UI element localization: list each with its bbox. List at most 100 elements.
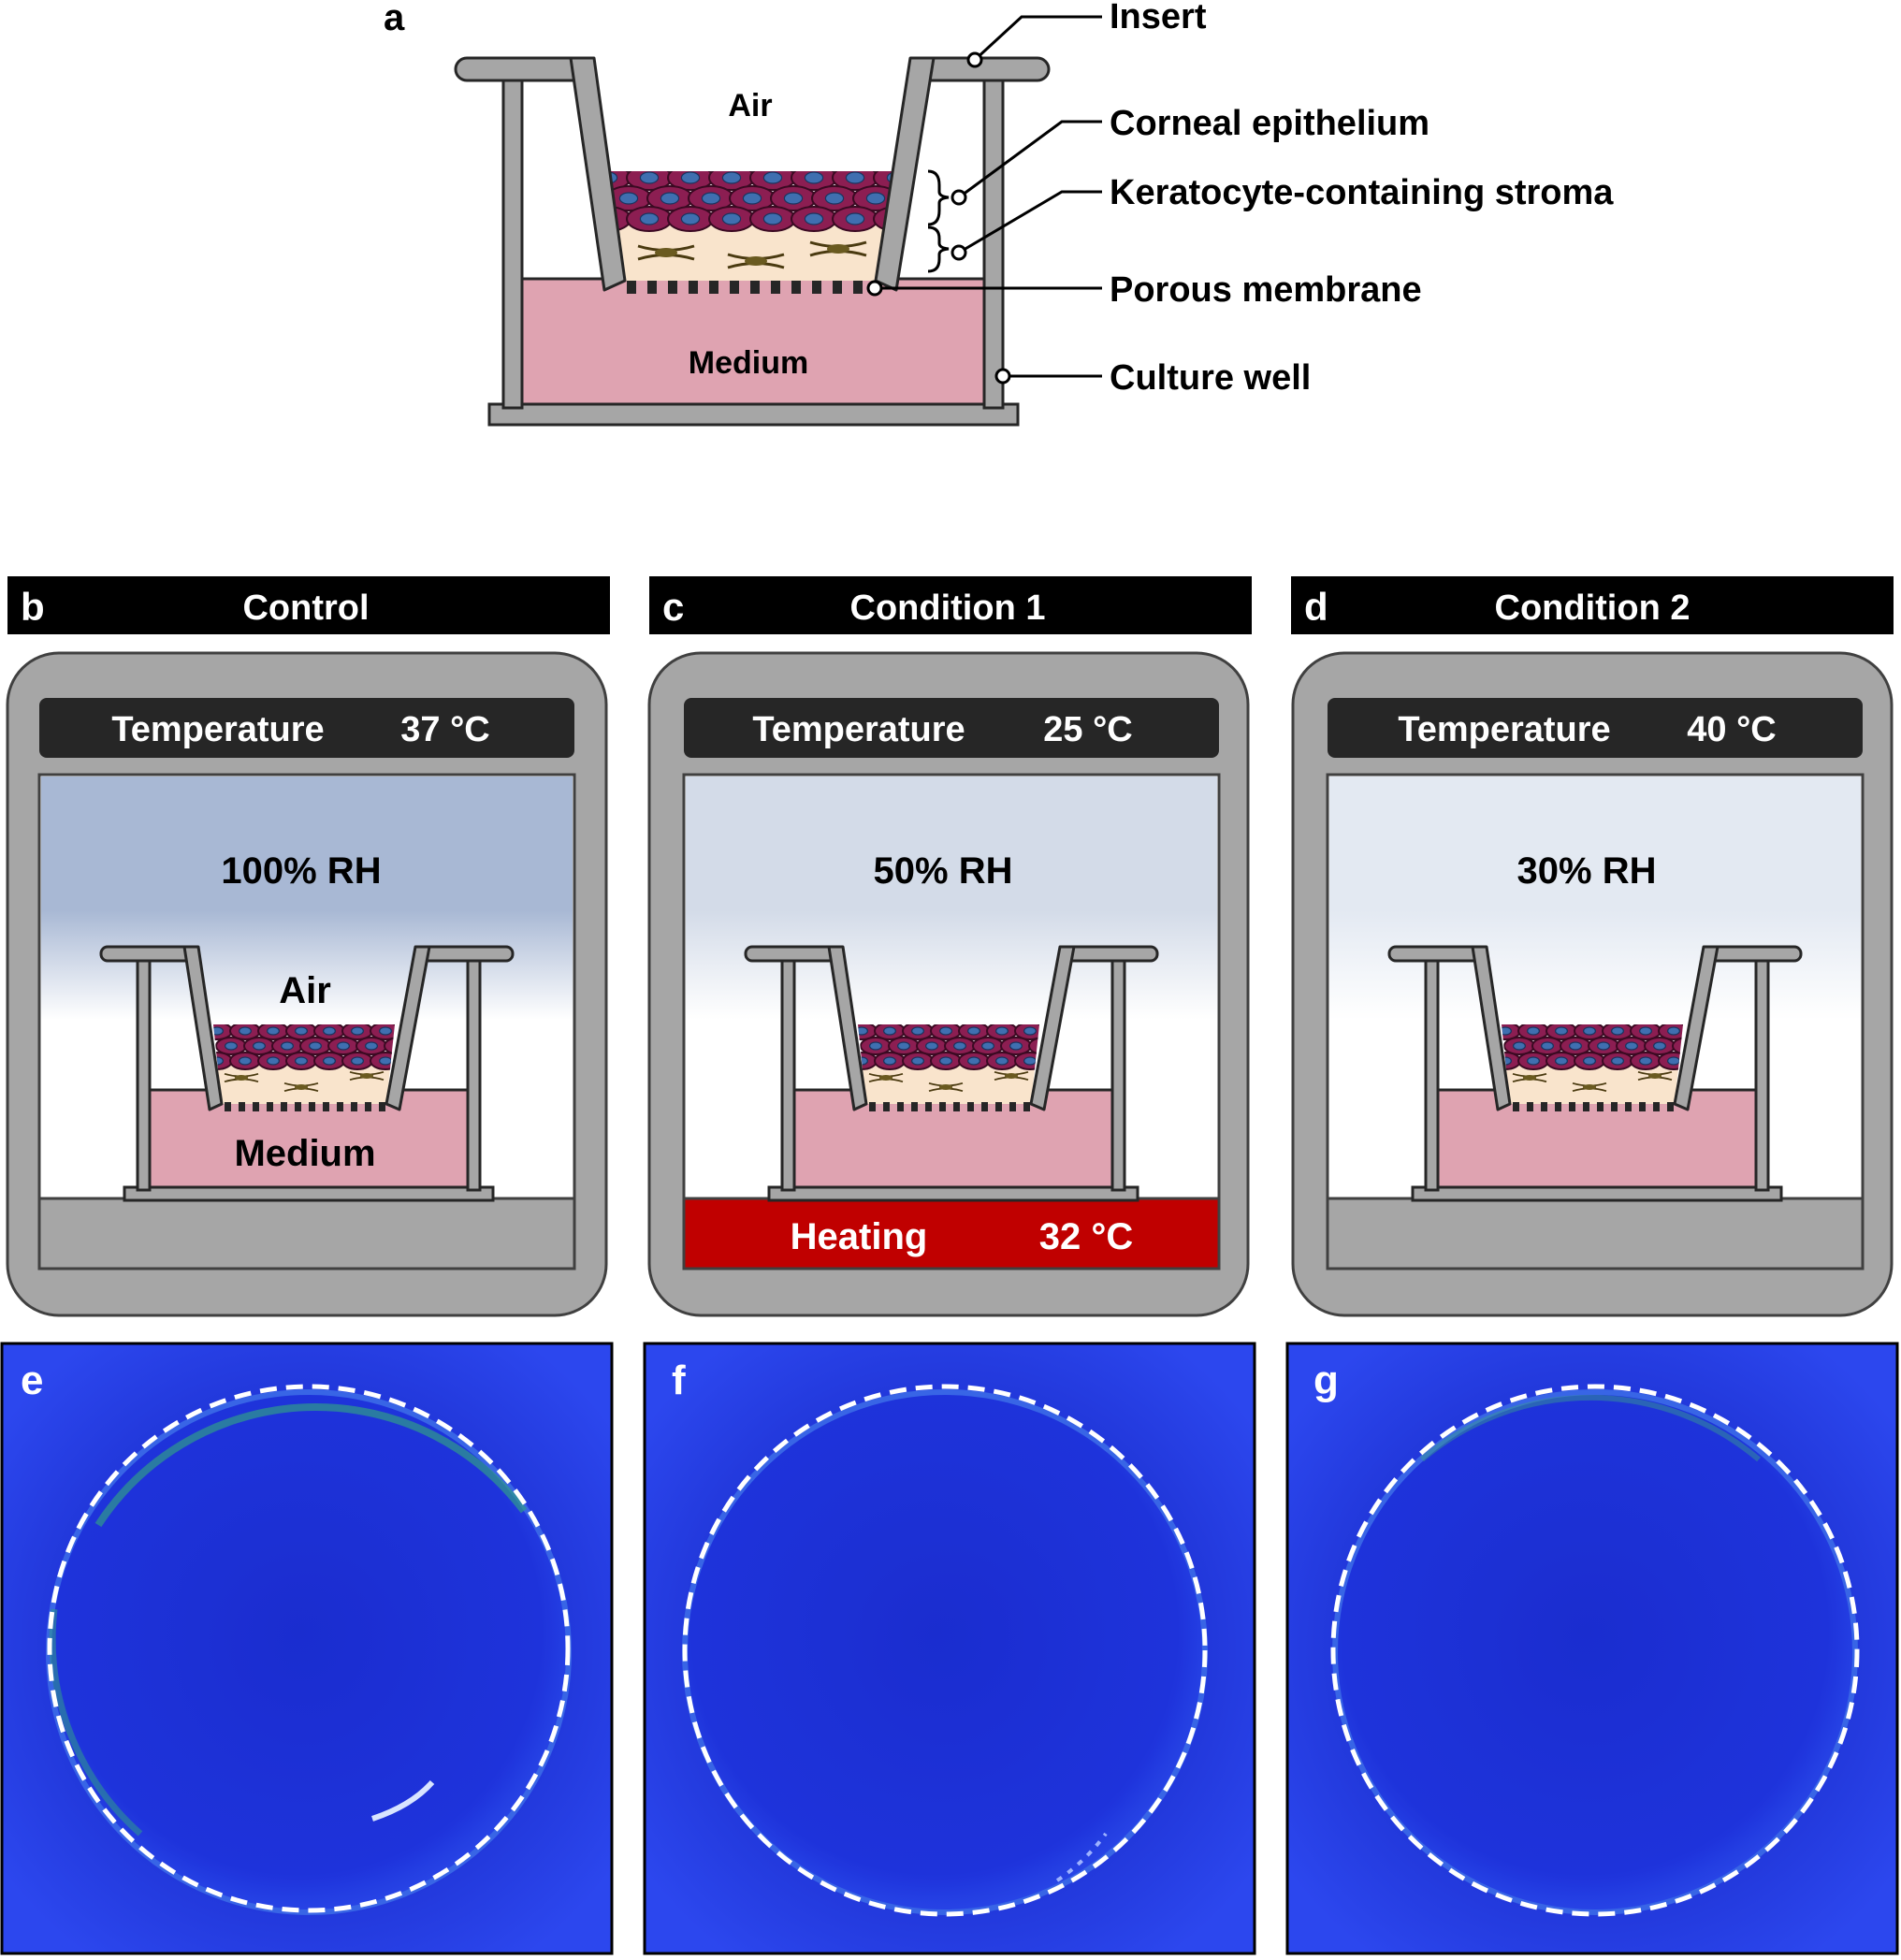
callout-epithelium: Corneal epithelium bbox=[1110, 104, 1429, 143]
cell-nucleus bbox=[1555, 1056, 1569, 1066]
panel-c-rh: 50% RH bbox=[874, 850, 1013, 892]
keratocytes bbox=[637, 240, 867, 269]
stroma-brace bbox=[927, 225, 950, 273]
panel-b-medium-label: Medium bbox=[234, 1133, 375, 1174]
cell-nucleus bbox=[925, 1041, 939, 1051]
cell-nucleus bbox=[379, 1026, 393, 1036]
photo-g-meniscus bbox=[1420, 1394, 1761, 1462]
cell-nucleus bbox=[267, 1056, 281, 1066]
culture-well-right-wall bbox=[982, 73, 1005, 410]
membrane-pore bbox=[1513, 1102, 1519, 1111]
photo-e: e bbox=[0, 1342, 614, 1955]
cell-nucleus bbox=[379, 1056, 393, 1066]
insert-wall-left bbox=[569, 56, 627, 292]
cell-nucleus bbox=[1639, 1056, 1653, 1066]
photo-g-outline bbox=[1330, 1384, 1860, 1917]
keratocyte bbox=[809, 240, 867, 257]
panel-c-temperature-label: Temperature bbox=[752, 710, 965, 749]
keratocyte bbox=[283, 1082, 319, 1093]
insert-wall-left bbox=[827, 945, 868, 1111]
culture-well-base bbox=[487, 402, 1020, 427]
panel-d-letter: d bbox=[1304, 585, 1328, 629]
photo-panels: e f g bbox=[0, 1342, 1899, 1955]
cell-nucleus bbox=[911, 1026, 925, 1036]
callout-insert: Insert bbox=[1110, 0, 1207, 36]
cell-nucleus bbox=[1009, 1041, 1023, 1051]
cell-nucleus bbox=[639, 171, 660, 184]
cell-nucleus bbox=[1527, 1056, 1541, 1066]
panel-d-temperature-value: 40 °C bbox=[1687, 710, 1776, 749]
insert-wall-right bbox=[1673, 945, 1720, 1111]
membrane-pore bbox=[709, 281, 718, 294]
cell-nucleus bbox=[762, 212, 783, 225]
membrane-pore bbox=[627, 281, 636, 294]
panel-c-well-diagram bbox=[744, 945, 1159, 1202]
epithelial-cell bbox=[1028, 1037, 1039, 1055]
epithelium-brace bbox=[927, 169, 950, 226]
keratocyte bbox=[727, 253, 785, 269]
cell-nucleus bbox=[309, 1041, 323, 1051]
membrane-pore bbox=[1527, 1102, 1533, 1111]
photo-e-letter: e bbox=[21, 1357, 43, 1403]
cell-nucleus bbox=[295, 1026, 309, 1036]
photo-g: g bbox=[1285, 1342, 1899, 1955]
membrane-pore bbox=[365, 1102, 371, 1111]
well-left-wall bbox=[780, 952, 796, 1192]
membrane-pore bbox=[281, 1102, 287, 1111]
cell-nucleus bbox=[680, 171, 701, 184]
membrane-pore bbox=[953, 1102, 960, 1111]
cell-nucleus bbox=[639, 212, 660, 225]
membrane-pore bbox=[1583, 1102, 1589, 1111]
cell-nucleus bbox=[804, 212, 824, 225]
cell-nucleus bbox=[1555, 1026, 1569, 1036]
panel-a-letter: a bbox=[384, 0, 405, 38]
panel-b: b Control Temperature 37 °C 100% RH bbox=[6, 576, 610, 1317]
panel-d-temperature-bar bbox=[1328, 698, 1863, 758]
panel-b-temperature-value: 37 °C bbox=[400, 710, 489, 749]
medium-label: Medium bbox=[689, 345, 808, 381]
panel-a: a Medium Air bbox=[384, 0, 1614, 427]
membrane-pore bbox=[689, 281, 698, 294]
cell-nucleus bbox=[953, 1041, 967, 1051]
cell-nucleus bbox=[351, 1026, 365, 1036]
epithelial-cell bbox=[384, 1037, 395, 1055]
cell-nucleus bbox=[701, 192, 721, 205]
well-base bbox=[767, 1185, 1139, 1202]
cell-nucleus bbox=[742, 192, 762, 205]
panel-b-temperature-bar bbox=[39, 698, 574, 758]
panel-b-humidity bbox=[41, 777, 573, 1020]
cell-nucleus bbox=[323, 1056, 337, 1066]
insert-wall-left bbox=[1471, 945, 1512, 1111]
cell-nucleus bbox=[267, 1026, 281, 1036]
insert-wall-right bbox=[874, 56, 936, 292]
cell-nucleus bbox=[365, 1041, 379, 1051]
keratocyte bbox=[349, 1070, 385, 1082]
cell-nucleus bbox=[845, 171, 865, 184]
cell-nucleus bbox=[1541, 1041, 1555, 1051]
insert-wall-right bbox=[385, 945, 431, 1111]
panel-b-letter: b bbox=[21, 585, 45, 629]
membrane-pore bbox=[253, 1102, 259, 1111]
panel-b-header bbox=[7, 576, 610, 634]
membrane-pore bbox=[981, 1102, 988, 1111]
epithelium-layer bbox=[1502, 1024, 1683, 1070]
cell-nucleus bbox=[967, 1026, 981, 1036]
tissue bbox=[606, 171, 896, 281]
cell-nucleus bbox=[783, 192, 804, 205]
epithelium-layer bbox=[606, 171, 896, 232]
panel-c-letter: c bbox=[662, 585, 684, 629]
cell-nucleus bbox=[721, 171, 742, 184]
cell-nucleus bbox=[939, 1056, 953, 1066]
photo-g-dish bbox=[1332, 1389, 1858, 1915]
cell-nucleus bbox=[981, 1041, 995, 1051]
medium bbox=[520, 277, 986, 406]
panel-b-temperature-label: Temperature bbox=[111, 710, 324, 749]
cell-nucleus bbox=[995, 1026, 1009, 1036]
keratocyte bbox=[1512, 1072, 1547, 1083]
insert-wall-right bbox=[1029, 945, 1076, 1111]
porous-membrane bbox=[869, 1102, 1030, 1111]
well-left-wall bbox=[136, 952, 152, 1192]
callout-stroma: Keratocyte-containing stroma bbox=[1110, 173, 1614, 212]
